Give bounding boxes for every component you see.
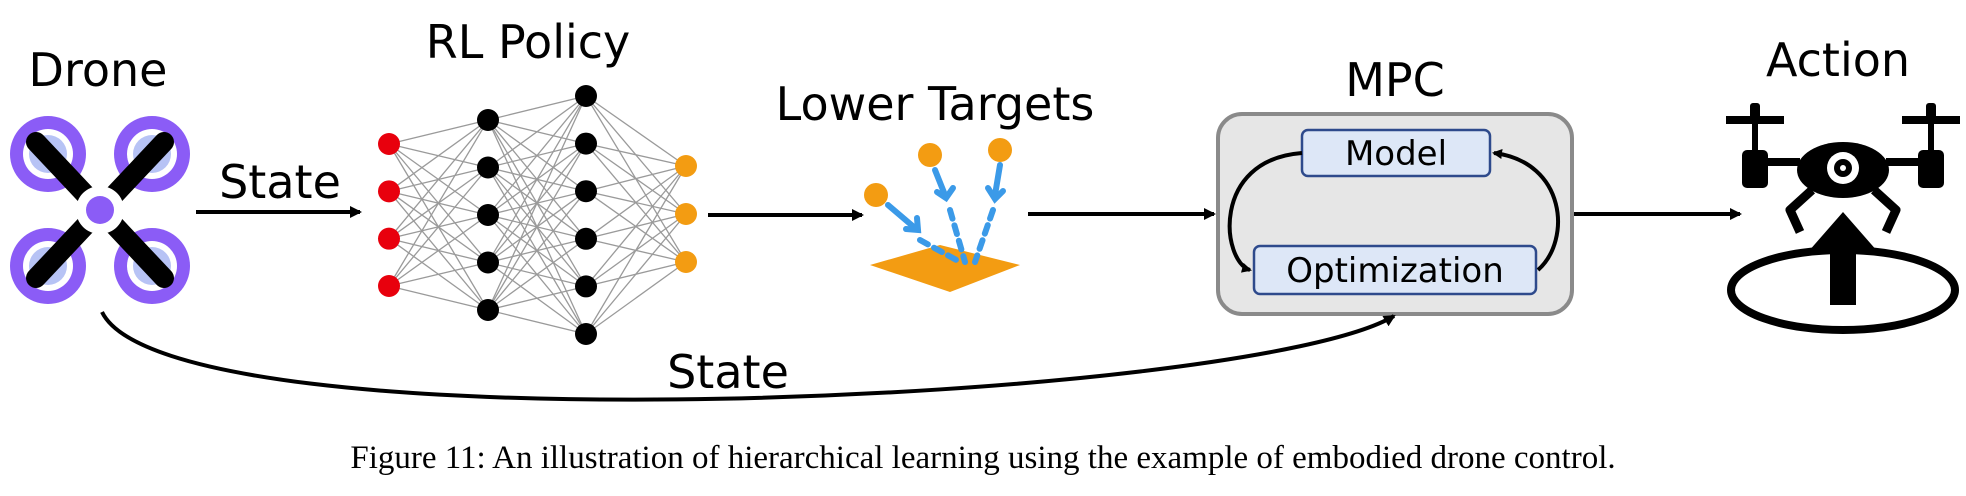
network-node — [477, 156, 499, 179]
network-node — [675, 203, 697, 225]
network-connection — [388, 214, 489, 287]
action-label: Action — [1766, 33, 1910, 87]
network-node — [675, 155, 697, 177]
network-connection — [585, 213, 687, 335]
state-feedback-arrow — [100, 311, 1396, 402]
network-connection — [585, 142, 687, 167]
network-node — [378, 133, 400, 155]
network-connection — [388, 285, 489, 311]
network-node — [575, 227, 597, 250]
network-connection — [388, 119, 489, 145]
lower-targets-label: Lower Targets — [776, 77, 1095, 131]
network-node — [575, 323, 597, 345]
network-connection — [585, 165, 687, 287]
network-connection — [585, 165, 687, 192]
state-label-top: State — [219, 155, 341, 209]
network-connection — [585, 165, 687, 240]
network-connection — [487, 95, 587, 169]
network-node — [477, 109, 499, 131]
network-connection — [487, 309, 587, 335]
network-connection — [585, 165, 687, 335]
network-connection — [585, 261, 687, 335]
network-node — [477, 299, 499, 321]
figure-caption: Figure 11: An illustration of hierarchic… — [350, 440, 1616, 476]
model-label: Model — [1345, 134, 1447, 174]
network-connection — [388, 119, 489, 240]
network-connection — [487, 95, 587, 216]
rl-policy-label: RL Policy — [426, 15, 631, 69]
network-node — [575, 132, 597, 155]
network-connection — [487, 190, 587, 311]
mpc-label: MPC — [1345, 53, 1445, 107]
action-drone-icon — [1726, 103, 1960, 334]
network-node — [575, 85, 597, 107]
optimization-to-model-arrow — [1492, 149, 1560, 272]
network-connection — [388, 167, 489, 287]
network-connection — [388, 261, 489, 287]
network-connection — [585, 95, 687, 167]
network-node — [675, 251, 697, 273]
model-to-optimization-arrow — [1227, 151, 1303, 273]
network-connection — [487, 285, 587, 311]
network-connection — [388, 119, 489, 192]
network-node — [477, 251, 499, 274]
network-connection — [487, 238, 587, 311]
drone-icon — [10, 116, 190, 304]
drone-label: Drone — [29, 43, 168, 97]
network-node — [575, 275, 597, 298]
optimization-box — [1252, 244, 1538, 296]
network-node — [477, 204, 499, 226]
neural-network — [378, 85, 697, 345]
optimization-label: Optimization — [1286, 251, 1504, 291]
network-connection — [487, 143, 587, 311]
network-connection — [487, 95, 587, 311]
network-connection — [388, 119, 489, 287]
network-node — [378, 227, 400, 250]
lower-targets-icon — [864, 138, 1020, 292]
state-label-bottom: State — [667, 345, 789, 399]
network-node — [378, 180, 400, 203]
network-node — [378, 275, 400, 297]
network-connection — [487, 95, 587, 263]
network-node — [575, 180, 597, 203]
network-connection — [487, 95, 587, 121]
